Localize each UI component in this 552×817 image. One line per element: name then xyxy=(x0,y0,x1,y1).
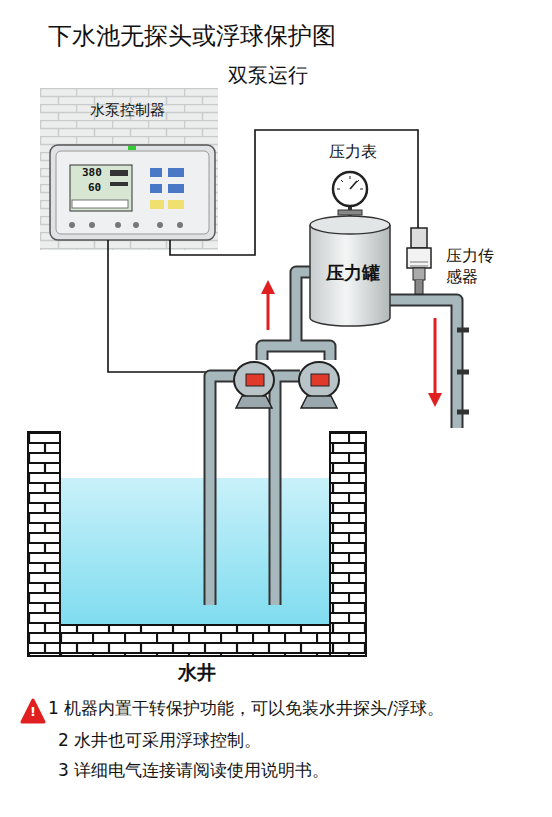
power-wire xyxy=(108,240,242,372)
note-line: 2 水井也可采用浮球控制。 xyxy=(58,729,538,752)
signal-wire xyxy=(170,130,418,255)
display-digits: 380 xyxy=(82,166,102,179)
note-line: 3 详细电气连接请阅读使用说明书。 xyxy=(58,759,538,782)
warning-mark: ! xyxy=(30,704,36,719)
node-label: 压力表 xyxy=(318,142,388,163)
flow-arrow xyxy=(261,280,442,407)
pressure-sensor-body xyxy=(407,228,431,294)
node-label: 压力传感器 xyxy=(446,246,500,288)
node-label: 压力罐 xyxy=(310,261,396,285)
note-line: 1 机器内置干转保护功能，可以免装水井探头/浮球。 xyxy=(48,697,548,720)
display-digits: 60 xyxy=(88,181,101,194)
pressure-gauge xyxy=(333,172,367,206)
tank-box: 压力罐 xyxy=(310,225,396,320)
water-well xyxy=(28,432,366,656)
brick-wall xyxy=(40,88,218,250)
gauge-box: 压力表 xyxy=(318,142,388,210)
water-pump xyxy=(234,362,339,408)
subtitle: 双泵运行 xyxy=(228,62,308,89)
controller-body xyxy=(50,145,215,240)
node-label: 水井 xyxy=(178,660,216,686)
well-box: 水井 xyxy=(28,432,366,656)
sensor-box: 压力传感器 xyxy=(406,228,506,296)
warning-triangle xyxy=(22,700,44,722)
node-label: 水泵控制器 xyxy=(90,101,165,120)
diagram-title: 下水池无探头或浮球保护图 xyxy=(48,20,336,52)
controller-box: 水泵控制器 xyxy=(50,145,215,240)
